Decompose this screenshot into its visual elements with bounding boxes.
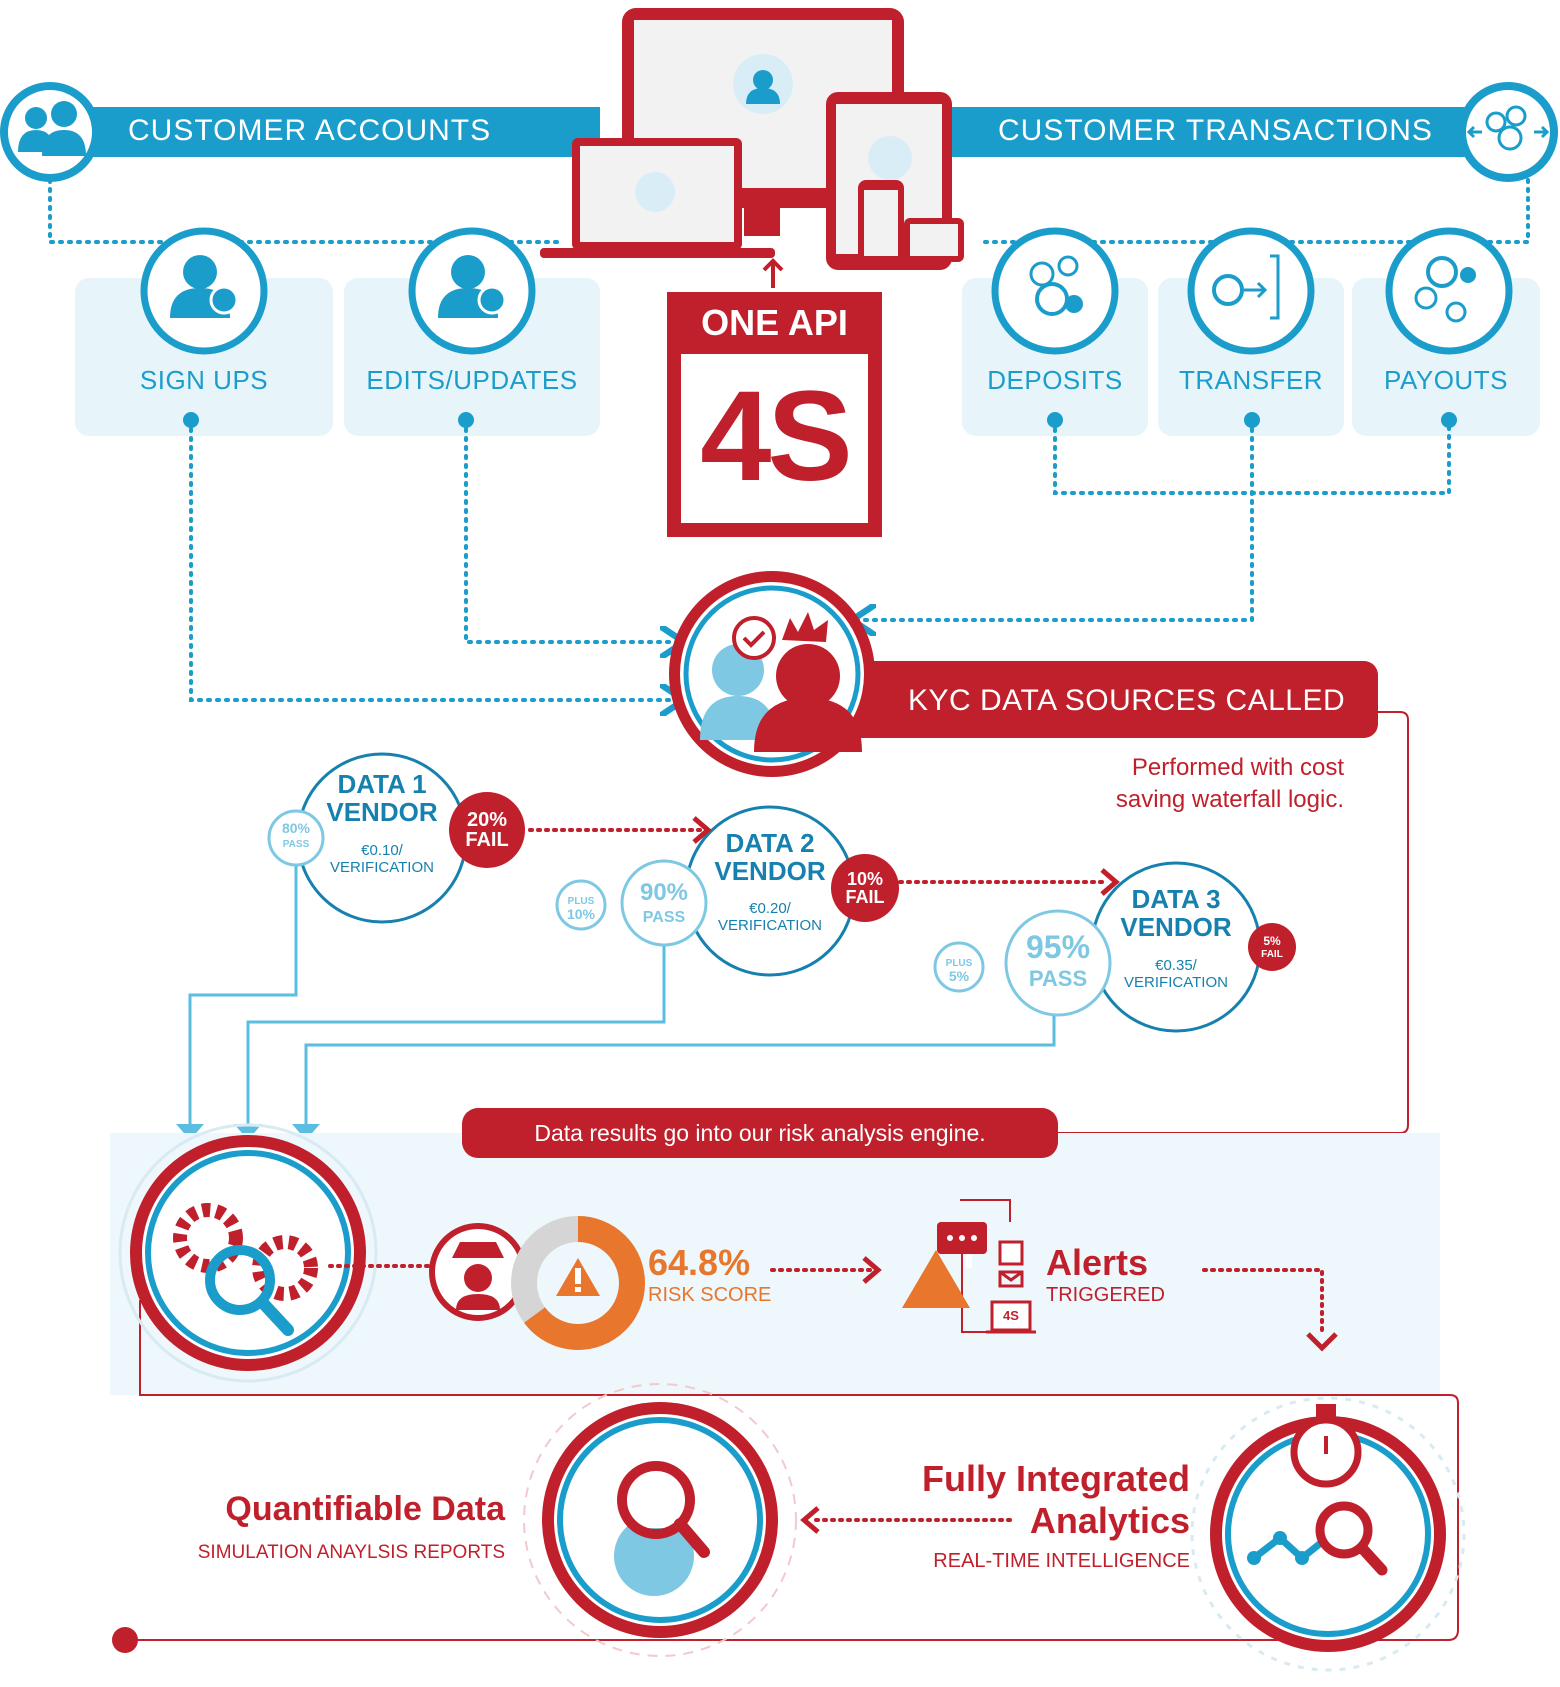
vendor-2-fail-badge <box>831 854 899 922</box>
vendor-2-fail: 10%FAIL <box>845 869 885 907</box>
vendor-2-pass: 90%PASS <box>639 879 689 927</box>
two-users-icon <box>18 101 86 156</box>
analytics-circle <box>1190 1396 1466 1672</box>
kyc-note-line2: saving waterfall logic. <box>1115 786 1344 813</box>
risk-score-label: RISK SCORE <box>648 1284 772 1306</box>
engine-banner <box>462 1108 1058 1158</box>
customer-accounts-label: CUSTOMER ACCOUNTS <box>128 114 492 147</box>
quant-sub: SIMULATION ANAYLSIS REPORTS <box>197 1542 505 1563</box>
sign-ups-label[interactable]: SIGN UPS <box>139 365 269 395</box>
vendor-2-cost: €0.20/VERIFICATION <box>718 900 822 934</box>
analytics-sub: REAL-TIME INTELLIGENCE <box>933 1550 1190 1572</box>
vendor-3-pass-circle <box>1004 909 1112 1017</box>
vendor-3-fail-badge <box>1248 923 1296 971</box>
alerts-icon <box>902 1199 1036 1334</box>
kyc-return-line <box>1030 711 1409 1134</box>
engine-return-line <box>125 1300 1459 1641</box>
risk-score-value: 64.8% <box>648 1242 751 1283</box>
payouts-label[interactable]: PAYOUTS <box>1384 365 1508 395</box>
devices-illustration <box>540 8 964 288</box>
vendor-3-pass: 95%PASS <box>1025 929 1091 991</box>
kyc-banner <box>800 661 1378 738</box>
customer-accounts-icon <box>0 82 100 182</box>
deposits-card <box>962 227 1148 436</box>
customer-transactions-bar <box>930 107 1490 157</box>
risk-score-donut <box>511 1216 645 1350</box>
api-logo: 4S <box>700 365 853 508</box>
customer-transactions-icon <box>1458 82 1558 182</box>
transfer-card <box>1158 227 1344 436</box>
risk-engine-circle <box>118 1123 378 1383</box>
alerts-sub: TRIGGERED <box>1046 1284 1165 1306</box>
vendor-1-cost: €0.10/VERIFICATION <box>330 842 434 876</box>
sign-ups-card <box>75 227 333 436</box>
kyc-circle <box>669 571 875 777</box>
kyc-note-line1: Performed with cost <box>1131 754 1344 781</box>
vendor-1-fail: 20%FAIL <box>465 809 509 851</box>
analytics-title-1: Fully Integrated <box>921 1458 1190 1499</box>
quant-circle <box>523 1383 797 1657</box>
edits-updates-card <box>344 227 600 436</box>
payouts-card <box>1352 227 1540 436</box>
vendor-1-pass-circle <box>267 809 325 867</box>
vendor-1-pass: 80%PASS <box>281 820 311 850</box>
analytics-title-2: Analytics <box>1029 1500 1190 1541</box>
vendor-3-plus-circle <box>933 941 985 993</box>
vendor-1-fail-badge <box>449 792 525 868</box>
deposits-label[interactable]: DEPOSITS <box>987 365 1123 395</box>
vendor-3-cost: €0.35/VERIFICATION <box>1124 957 1228 991</box>
transfer-label[interactable]: TRANSFER <box>1178 365 1324 395</box>
vendor-3-fail: 5%FAIL <box>1261 934 1283 960</box>
engine-banner-label: Data results go into our risk analysis e… <box>534 1120 986 1146</box>
quant-title: Quantifiable Data <box>225 1490 505 1528</box>
edits-updates-label[interactable]: EDITS/UPDATES <box>366 365 578 395</box>
euro-exchange-icon <box>1466 105 1550 151</box>
account-connectors <box>48 178 1530 244</box>
one-api-block <box>667 292 882 537</box>
customer-accounts-bar <box>40 107 600 157</box>
one-api-label: ONE API <box>701 302 848 343</box>
alerts-laptop-logo: 4S <box>1003 1308 1019 1323</box>
kyc-banner-label: KYC DATA SOURCES CALLED <box>908 684 1346 717</box>
vendor-2-pass-circle <box>620 859 708 947</box>
customer-transactions-label: CUSTOMER TRANSACTIONS <box>998 114 1433 147</box>
alerts-title: Alerts <box>1046 1242 1149 1283</box>
hacker-icon <box>429 1223 527 1321</box>
vendor-2-plus-circle <box>555 879 607 931</box>
